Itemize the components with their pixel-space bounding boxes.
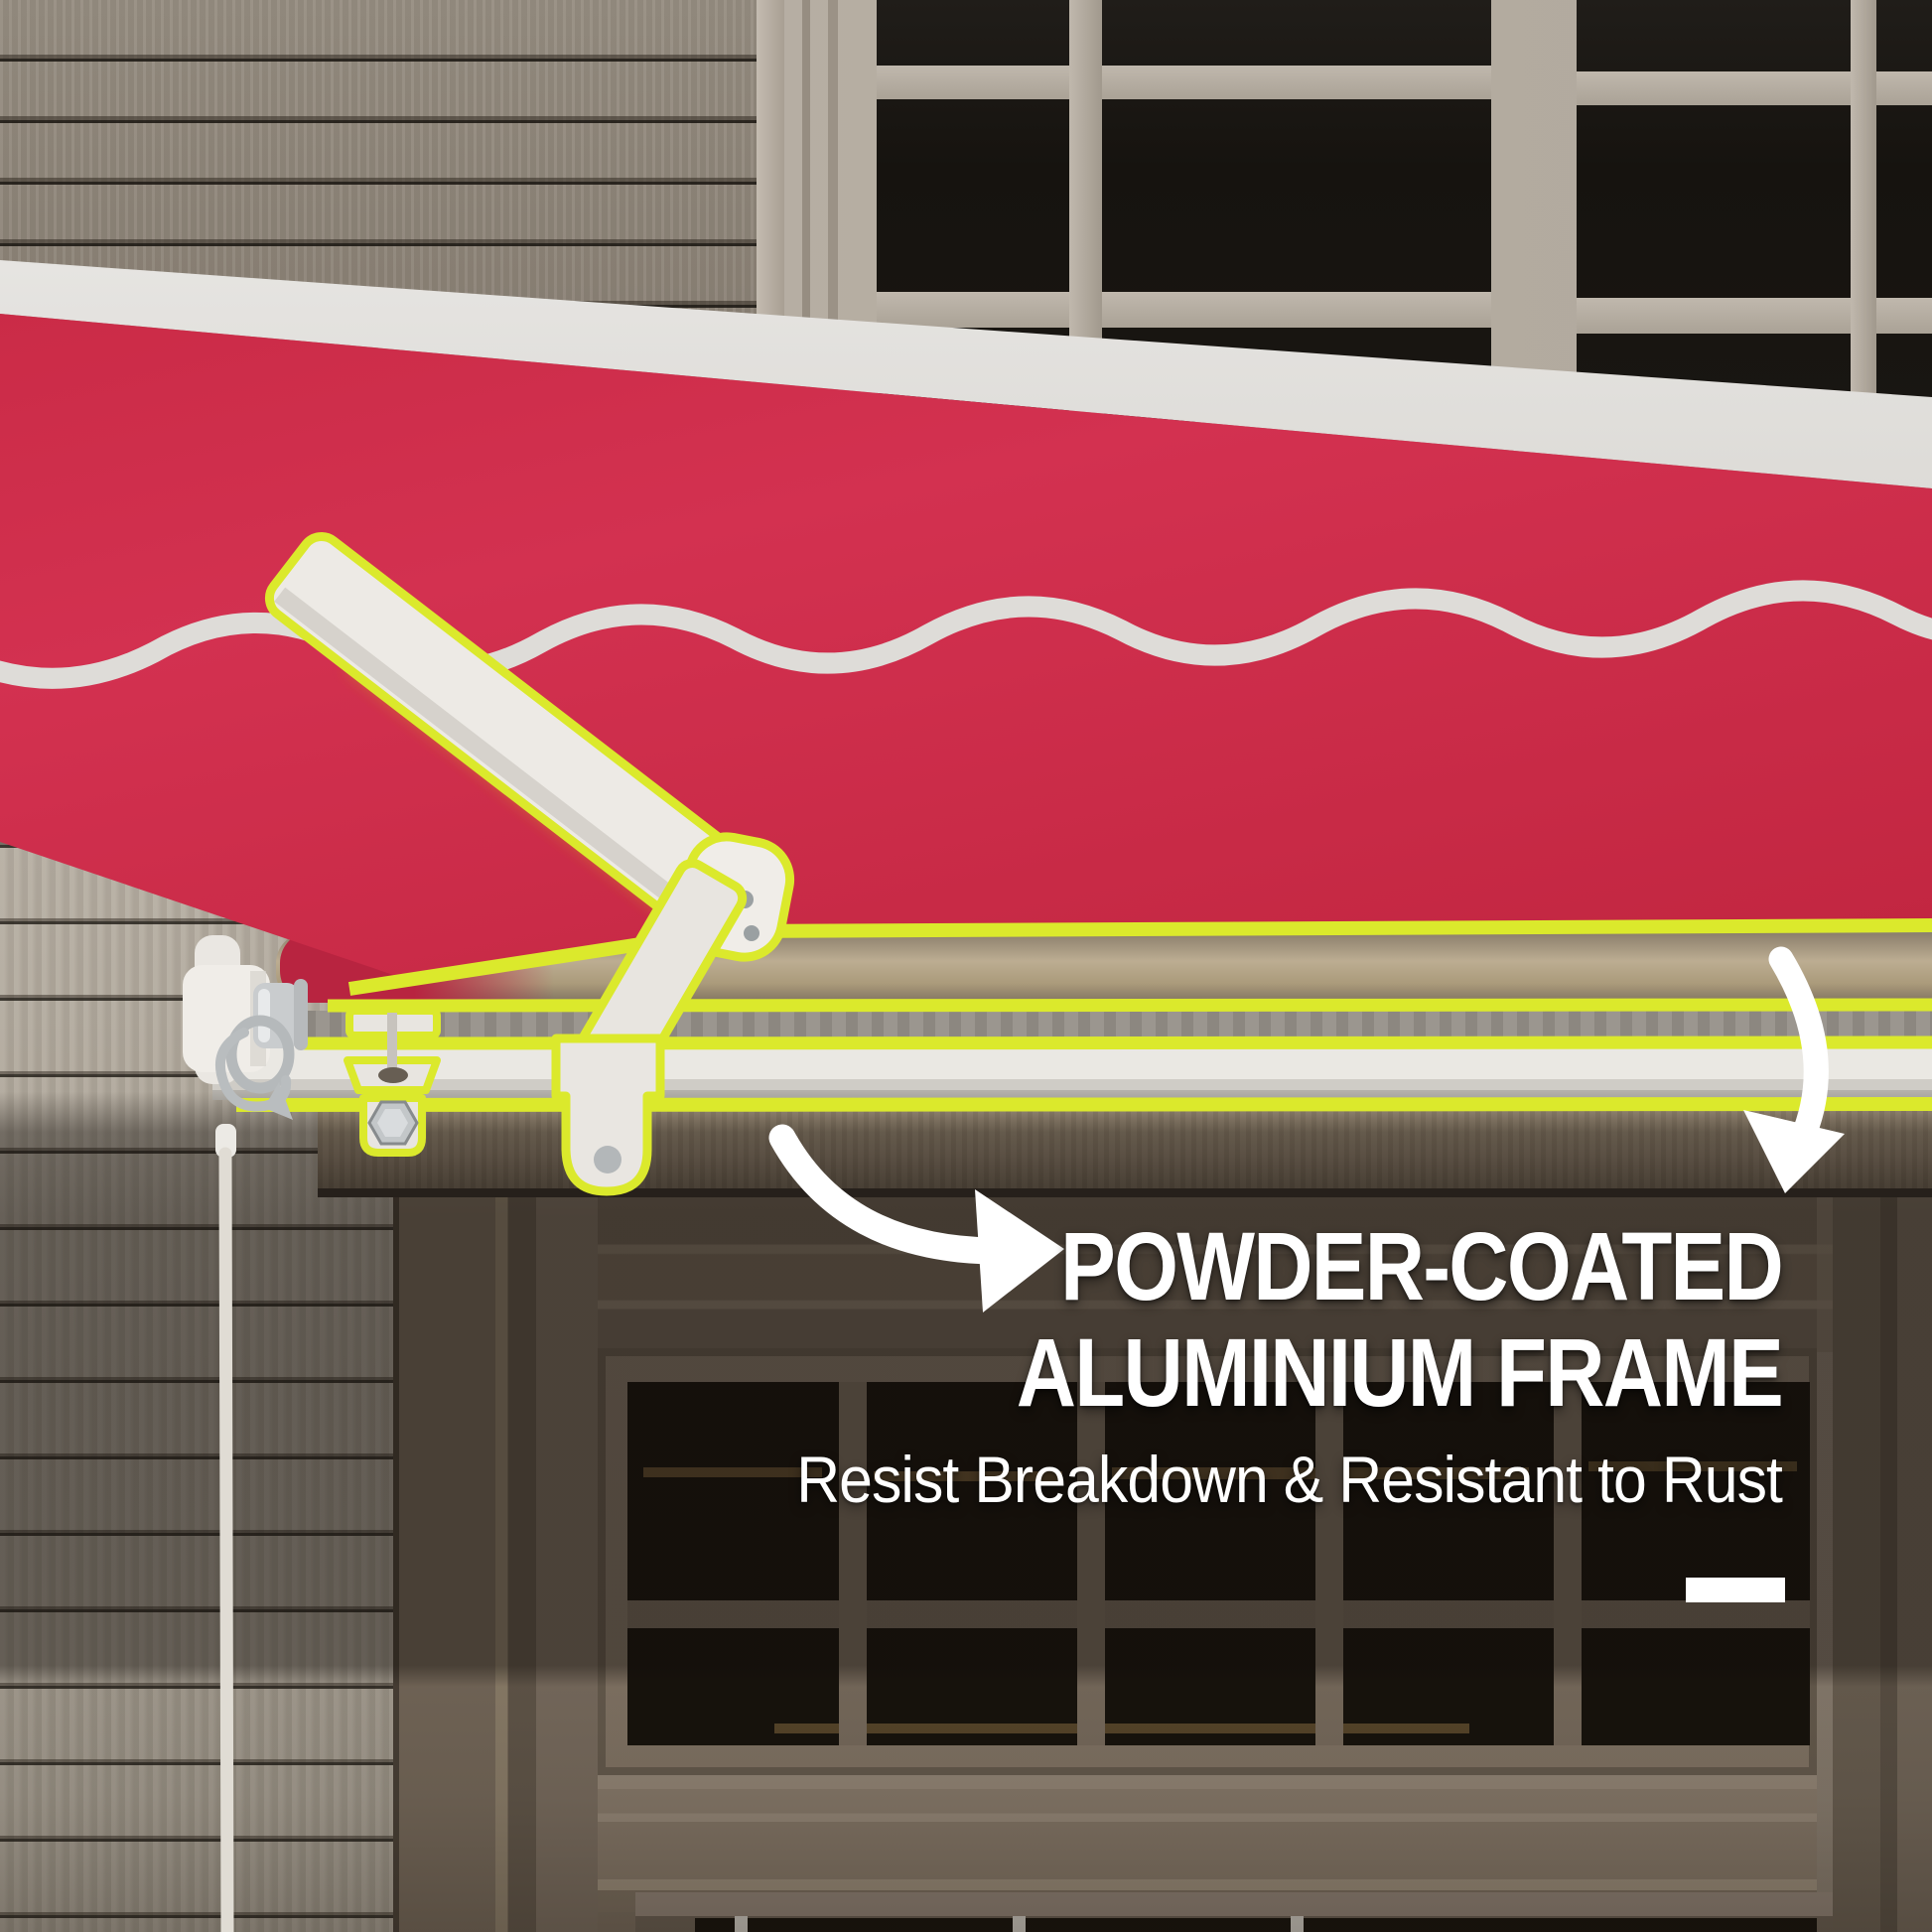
highlight-line-bar-bottom xyxy=(235,1097,1932,1112)
garage-window-mullion xyxy=(1554,1382,1582,1745)
upper-window-wall xyxy=(757,0,1932,422)
glass-reflection xyxy=(643,1467,822,1477)
garage-bottom-mullion xyxy=(735,1916,748,1932)
garage-window-mullion xyxy=(839,1382,867,1745)
pull-ring xyxy=(225,1015,295,1094)
garage-casing-top xyxy=(393,1197,1932,1352)
bracket-hole xyxy=(378,1067,408,1083)
roller-end-ring xyxy=(294,979,308,1050)
garage-window-mullion xyxy=(1315,1382,1343,1745)
garage-window-mullion xyxy=(1077,1382,1105,1745)
caption-title-line1: POWDER-COATED xyxy=(1060,1212,1784,1320)
caption-dash-mark xyxy=(1686,1578,1785,1602)
garage-door-rail xyxy=(598,1775,1817,1912)
caption-subtitle: Resist Breakdown & Resistant to Rust xyxy=(796,1442,1783,1516)
arm-shading xyxy=(274,587,703,923)
caption-title-line2: ALUMINIUM FRAME xyxy=(1016,1317,1784,1427)
garage-bottom-glass xyxy=(695,1918,1817,1932)
curved-arrow-right xyxy=(1743,946,1845,1193)
motor-body xyxy=(183,965,270,1072)
hook-tip xyxy=(264,1082,293,1120)
front-cord-grey xyxy=(238,1011,1932,1040)
elbow-bolt xyxy=(744,925,759,941)
hex-bolt-face xyxy=(377,1109,408,1137)
glass-reflection xyxy=(774,1724,1469,1733)
cord-cap xyxy=(215,1124,236,1158)
window-mullion xyxy=(877,66,1491,99)
garage-casing-left-jamb xyxy=(393,1197,598,1932)
highlight-line-roller-bottom xyxy=(327,998,1932,1013)
window-mullion xyxy=(1851,0,1876,422)
highlight-line-fabric-bottom xyxy=(347,918,1932,996)
window-mullion xyxy=(877,292,1491,328)
highlight-line-cord-bottom xyxy=(297,1035,1932,1050)
garage-window-mullion xyxy=(627,1600,1810,1628)
garage-casing-right-jamb xyxy=(1817,1197,1932,1932)
pull-cord xyxy=(218,1147,234,1932)
caption-block: POWDER-COATED ALUMINIUM FRAME Resist Bre… xyxy=(591,1212,1784,1516)
window-post-groove xyxy=(802,0,810,422)
arm-shoulder-bracket xyxy=(551,1034,665,1196)
curved-arrow-left xyxy=(768,1124,1064,1312)
glass-reflection xyxy=(1588,1461,1797,1471)
window-post-groove xyxy=(828,0,838,422)
garage-bottom-mullion xyxy=(1013,1916,1026,1932)
bracket-threaded-rod xyxy=(387,1013,397,1068)
garage-bottom-mullion xyxy=(1291,1916,1304,1932)
glass-reflection xyxy=(874,1471,1062,1481)
bracket-bolt xyxy=(594,1146,621,1173)
awning-arm-upper xyxy=(264,532,744,929)
lintel-shadow-gap xyxy=(318,1188,1932,1197)
garage-window-glass xyxy=(627,1382,1810,1745)
